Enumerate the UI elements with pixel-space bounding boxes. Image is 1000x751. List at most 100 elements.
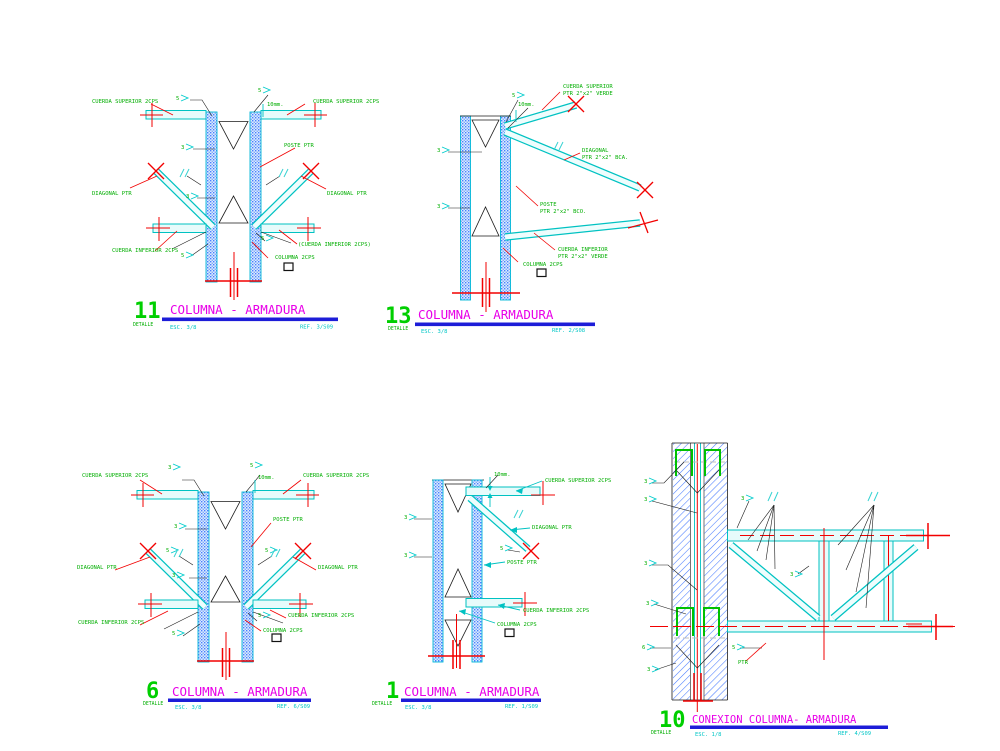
parallel-mark <box>278 168 289 178</box>
title-block-13: 13 DETALLE COLUMNA - ARMADURA ESC. 3/8 R… <box>385 304 595 335</box>
weld-symbol: 3 <box>644 477 658 485</box>
label-columna: COLUMNA 2CPS <box>523 262 563 268</box>
weld-symbol: 3 <box>437 202 451 210</box>
label-poste-2: PTR 2"x2" BCO. <box>540 209 586 215</box>
gusset-plate <box>210 575 241 603</box>
weld-number: 5 <box>265 548 268 554</box>
weld-symbol: 3 <box>404 551 418 559</box>
bottom-chord <box>465 592 537 616</box>
parallel-mark <box>867 491 879 502</box>
label-10mm: 10mm. <box>267 102 284 108</box>
label-10mm: 10mm. <box>518 102 535 108</box>
label-cuerda-superior: CUERDA SUPERIOR 2CPS <box>92 99 158 105</box>
label-10mm: 10mm. <box>494 472 511 478</box>
section-symbol <box>283 262 294 272</box>
leader-fans <box>747 504 875 609</box>
label-columna: COLUMNA 2CPS <box>263 628 303 634</box>
label-cuerda-superior-2: PTR 2"x2" VERDE <box>563 91 613 97</box>
parallel-mark <box>270 548 281 558</box>
label-poste: POSTE <box>540 202 557 208</box>
weld-number: 5 <box>258 88 261 94</box>
weld-number: 5 <box>732 645 735 651</box>
weld-number: 3 <box>644 561 647 567</box>
parallel-mark <box>173 548 184 558</box>
label-cuerda-superior: CUERDA SUPERIOR 2CPS <box>313 99 379 105</box>
weld-symbol: 5 <box>265 546 279 554</box>
gusset-plate <box>444 619 472 647</box>
label-poste: POSTE PTR <box>284 143 314 149</box>
weld-number: 3 <box>644 497 647 503</box>
dim-10mm <box>487 477 493 507</box>
weld-symbol: 5 <box>258 611 272 619</box>
label-10mm: 10mm. <box>258 475 275 481</box>
top-chord <box>503 95 585 130</box>
parallel-mark <box>179 168 190 178</box>
weld-number: 5 <box>181 253 184 259</box>
weld-number: 5 <box>261 236 264 242</box>
label-diagonal: DIAGONAL PTR <box>327 191 367 197</box>
detail-title: COLUMNA - ARMADURA <box>170 302 306 317</box>
gusset-plate <box>471 119 500 148</box>
title-underline <box>401 698 541 702</box>
top-chord <box>465 481 555 505</box>
column-centerline <box>683 673 713 702</box>
weld-number: 3 <box>168 465 171 471</box>
label-cuerda-superior: CUERDA SUPERIOR 2CPS <box>82 473 148 479</box>
weld-symbol: 3 <box>168 463 182 471</box>
detail-title: COLUMNA - ARMADURA <box>404 684 540 699</box>
weld-number: 5 <box>172 631 175 637</box>
weld-symbol: 3 <box>646 599 660 607</box>
weld-symbol: 3 <box>790 570 804 578</box>
section-symbol <box>536 268 547 278</box>
detail-title: COLUMNA - ARMADURA <box>172 684 308 699</box>
label-poste: POSTE PTR <box>273 517 303 523</box>
weld-number: 5 <box>166 548 169 554</box>
gusset-plate <box>444 568 472 598</box>
weld-number: 3 <box>181 145 184 151</box>
gusset-plate <box>471 206 500 237</box>
weld-symbol: 3 <box>644 495 658 503</box>
weld-symbol: 3 <box>647 665 661 673</box>
detail-10: 3 3 3 3 6 3 5 3 3 PTR 10 DETALLE CONEXIO… <box>642 442 955 738</box>
label-diagonal: DIAGONAL PTR <box>77 565 117 571</box>
label-cuerda-inferior: CUERDA INFERIOR <box>558 247 608 253</box>
ref-label: REF. 1/S09 <box>505 704 538 710</box>
column <box>197 491 254 663</box>
detail-1: 3 3 5 10mm. CUERDA SUPERIOR 2CPS DIAGONA… <box>372 472 611 711</box>
weld-number: 5 <box>176 96 179 102</box>
weld-symbol: 3 <box>437 146 451 154</box>
channel-profiles <box>675 449 721 636</box>
weld-symbol: 3 <box>644 559 658 567</box>
label-cuerda-inferior-2: PTR 2"x2" VERDE <box>558 254 608 260</box>
weld-number: 3 <box>647 667 650 673</box>
label-columna: COLUMNA 2CPS <box>275 255 315 261</box>
label-diagonal: DIAGONAL PTR <box>92 191 132 197</box>
title-block-6: 6 DETALLE COLUMNA - ARMADURA ESC. 3/8 RE… <box>143 679 311 711</box>
weld-number: 5 <box>258 613 261 619</box>
weld-symbol: 5 <box>258 86 272 94</box>
weld-number: 3 <box>404 553 407 559</box>
detail-number: 6 <box>146 679 159 704</box>
weld-symbol: 5 <box>172 629 186 637</box>
diagonals <box>147 162 320 230</box>
section-symbol <box>271 633 282 643</box>
diagonal <box>503 128 654 199</box>
label-cuerda-inferior: CUERDA INFERIOR 2CPS <box>288 613 354 619</box>
detalle-label: DETALLE <box>143 701 163 707</box>
top-chord <box>727 523 950 549</box>
label-cuerda-superior: CUERDA SUPERIOR 2CPS <box>545 478 611 484</box>
detalle-label: DETALLE <box>133 322 153 328</box>
cyan-leaders <box>458 480 543 624</box>
weld-symbol: 3 <box>741 494 755 502</box>
label-poste: POSTE PTR <box>507 560 537 566</box>
weld-symbol: 6 <box>642 643 656 651</box>
scale-label: ESC. 3/8 <box>175 705 202 711</box>
weld-number: 3 <box>790 572 793 578</box>
label-diagonal: DIAGONAL PTR <box>318 565 358 571</box>
label-cuerda-inferior: CUERDA INFERIOR 2CPS <box>523 608 589 614</box>
weld-symbol: 5 <box>512 91 526 99</box>
title-underline <box>162 317 338 322</box>
gusset-plate <box>218 121 249 150</box>
label-cuerda-inferior: CUERDA INFERIOR 2CPS <box>78 620 144 626</box>
weld-number: 5 <box>512 93 515 99</box>
